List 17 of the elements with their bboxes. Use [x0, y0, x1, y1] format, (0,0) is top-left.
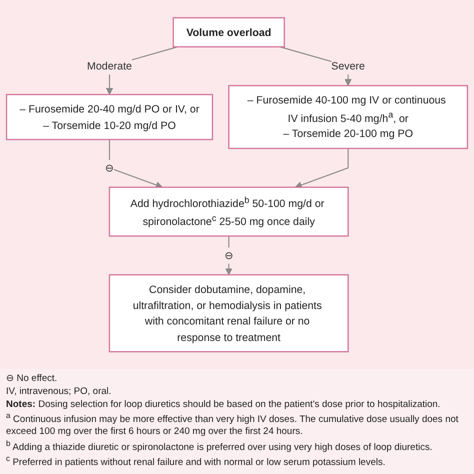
footnote-text: Notes: Dosing selection for loop diuretics should be based on the patient's dose prior to hospitalization.: [6, 398, 442, 410]
edge-label: Moderate: [87, 60, 132, 72]
legend-entry: ⊖ No effect.: [6, 373, 58, 386]
edge-label: ⊖: [104, 162, 114, 174]
node-box: Volume overload: [172, 17, 285, 48]
arrow: [294, 148, 349, 188]
arrow: [108, 140, 163, 188]
footnote-text: $^{a}$ Continuous infusion may be more effective than very high IV doses. The cumulative dose usually does not exceed 100 mg over the first 6 hours or 240 mg over the first 24 hours.: [6, 411, 460, 438]
edge-label: ⊖: [224, 249, 234, 262]
node-box: Add hydrochlorothiazide$^{b}$ 50-100 mg/d or spironolactone$^{c}$ 25-50 mg once daily: [108, 186, 349, 237]
footnote-text: $^{c}$ Preferred in patients without renal failure and with normal or low serum potassium levels.: [6, 454, 386, 469]
footnote-text: $^{b}$ Adding a thiazide diuretic or spironolactone is preferred over using very high doses of loop diuretics.: [6, 438, 434, 454]
footnote-text: IV, intravenous; PO, oral.: [6, 386, 112, 398]
node-box: – Furosemide 20-40 mg/d PO or IV, or – Torsemide 10-20 mg/d PO: [6, 94, 214, 140]
edge-label: Severe: [331, 60, 365, 72]
node-box: Consider dobutamine, dopamine, ultrafiltration, or hemodialysis in patients with concomitant renal failure or no response to treatment: [108, 274, 349, 352]
node-box: – Furosemide 40-100 mg IV or continuous IV infusion 5-40 mg/h$^{a}$, or – Torsemide 20-100 mg PO: [228, 85, 468, 150]
